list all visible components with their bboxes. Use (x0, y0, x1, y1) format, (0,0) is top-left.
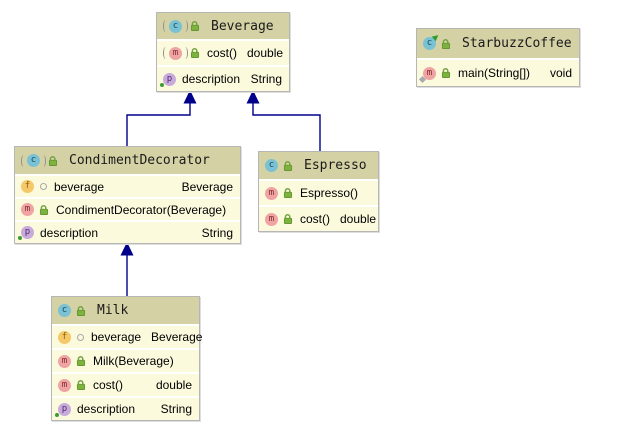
lock-icon (190, 47, 200, 58)
class-box-espresso[interactable]: c Espresso m Espresso() m cost() double (258, 151, 379, 232)
method-icon: m (265, 186, 278, 200)
arrowhead-icon (120, 242, 134, 256)
member-label: cost() (300, 212, 330, 226)
class-box-milk[interactable]: c Milk f beverage Beverage m Milk(Bevera… (51, 296, 203, 421)
member-row-cost[interactable]: m cost() double (52, 372, 199, 396)
abstract-mark-icon (41, 154, 46, 167)
edge-espresso-extends-beverage (252, 103, 321, 151)
member-row-cost[interactable]: m cost() double (259, 205, 378, 231)
class-title: Beverage (211, 18, 274, 34)
lock-icon (441, 67, 451, 78)
package-private-icon (77, 333, 84, 341)
member-label: Espresso() (300, 186, 359, 200)
class-box-starbuzzcoffee[interactable]: c StarbuzzCoffee m main(String[]) void (416, 28, 580, 87)
member-type: Beverage (181, 179, 233, 194)
abstract-mark-icon (163, 47, 168, 59)
member-label: description (182, 72, 241, 86)
member-label: Milk(Beverage) (93, 354, 174, 368)
class-title: Milk (97, 303, 129, 318)
member-label: beverage (54, 179, 105, 194)
class-box-beverage[interactable]: c Beverage m cost() double p description… (156, 12, 290, 92)
arrowhead-icon (183, 90, 197, 104)
arrowhead-icon (246, 90, 260, 104)
green-dot-icon (55, 412, 59, 417)
method-icon: m (58, 378, 71, 392)
class-icon: c (169, 19, 182, 33)
member-row-beverage-field[interactable]: f beverage Beverage (15, 174, 240, 197)
property-icon: p (55, 402, 71, 417)
green-dot-icon (160, 82, 164, 87)
field-icon: f (21, 180, 34, 193)
member-row-cost[interactable]: m cost() double (157, 39, 289, 65)
member-label: beverage (91, 330, 142, 344)
member-type: double (247, 46, 284, 60)
member-label: CondimentDecorator(Beverage) (56, 202, 227, 217)
runnable-class-icon: c (423, 32, 441, 50)
property-icon: p (160, 72, 176, 87)
class-box-condimentdecorator[interactable]: c CondimentDecorator f beverage Beverage… (14, 146, 241, 244)
green-dot-icon (18, 236, 22, 240)
member-type: String (160, 402, 192, 416)
method-icon: m (21, 203, 34, 216)
member-label: main(String[]) (458, 66, 531, 80)
class-header-beverage[interactable]: c Beverage (157, 13, 289, 39)
member-row-constructor[interactable]: m Espresso() (259, 179, 378, 205)
abstract-mark-icon (183, 20, 188, 32)
class-icon: c (27, 154, 40, 167)
property-icon: p (18, 226, 34, 240)
member-label: cost() (93, 378, 123, 392)
class-header-milk[interactable]: c Milk (52, 297, 199, 324)
lock-icon (76, 305, 86, 316)
field-icon: f (58, 330, 71, 344)
member-label: description (40, 225, 99, 240)
package-private-icon (40, 183, 47, 190)
class-title: Espresso (304, 158, 367, 173)
method-icon: m (58, 354, 71, 368)
lock-icon (283, 187, 293, 198)
member-type: String (250, 72, 282, 86)
member-row-beverage-field[interactable]: f beverage Beverage (52, 324, 203, 348)
lock-icon (283, 160, 293, 171)
member-row-constructor[interactable]: m Milk(Beverage) (52, 348, 199, 372)
class-title: CondimentDecorator (69, 153, 210, 168)
method-icon: m (169, 46, 182, 60)
member-row-description[interactable]: p description String (15, 220, 240, 243)
lock-icon (39, 204, 49, 215)
class-icon: c (58, 304, 71, 317)
member-row-constructor[interactable]: m CondimentDecorator(Beverage) (15, 197, 240, 220)
class-header-starbuzzcoffee[interactable]: c StarbuzzCoffee (417, 29, 579, 58)
class-header-espresso[interactable]: c Espresso (259, 152, 378, 179)
run-arrow-icon (431, 32, 441, 42)
lock-icon (190, 20, 200, 31)
member-type: Beverage (151, 330, 203, 344)
lock-icon (76, 355, 86, 366)
member-type: double (155, 378, 192, 392)
abstract-mark-icon (163, 20, 168, 32)
lock-icon (76, 379, 86, 390)
class-icon: c (265, 159, 278, 172)
static-marker-icon (418, 75, 427, 83)
lock-icon (283, 213, 293, 224)
member-label: description (77, 402, 136, 416)
abstract-mark-icon (183, 47, 188, 59)
member-row-description[interactable]: p description String (52, 396, 199, 420)
member-type: String (201, 225, 233, 240)
abstract-mark-icon (21, 154, 26, 167)
method-icon: m (265, 212, 278, 226)
member-type: void (549, 66, 572, 80)
lock-icon (48, 155, 58, 166)
class-title: StarbuzzCoffee (462, 36, 572, 51)
static-method-icon: m (418, 66, 436, 83)
member-label: cost() (207, 46, 237, 60)
member-row-main[interactable]: m main(String[]) void (417, 58, 579, 86)
member-type: double (340, 212, 377, 226)
lock-icon (441, 38, 451, 49)
class-header-condimentdecorator[interactable]: c CondimentDecorator (15, 147, 240, 174)
member-row-description[interactable]: p description String (157, 65, 289, 91)
edge-condimentdecorator-extends-beverage (126, 103, 191, 146)
